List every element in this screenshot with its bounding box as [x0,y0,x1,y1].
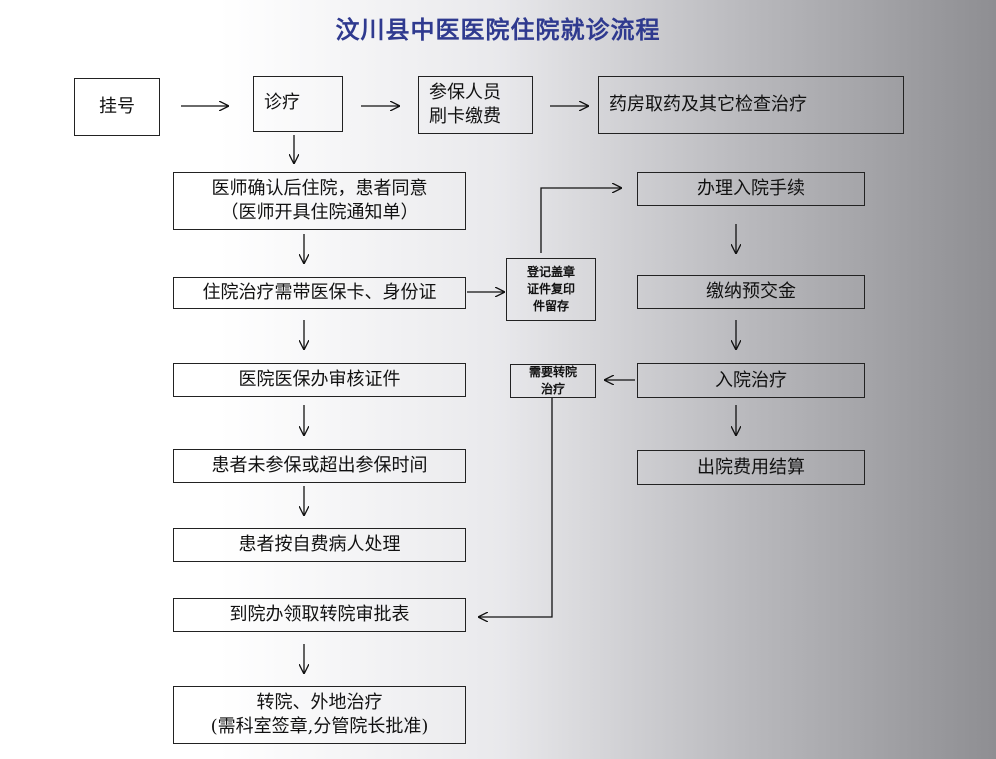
insured-pay-box: 参保人员 刷卡缴费 [418,76,533,134]
bring-cards-box: 住院治疗需带医保卡、身份证 [173,277,466,309]
inpatient-treatment-box: 入院治疗 [637,363,865,398]
uninsured-box: 患者未参保或超出参保时间 [173,449,466,483]
pay-deposit-box: 缴纳预交金 [637,275,865,309]
discharge-settlement-box: 出院费用结算 [637,450,865,485]
pharmacy-box: 药房取药及其它检查治疗 [598,76,904,134]
diagnose-box: 诊疗 [253,76,343,132]
arrow-stamp-admission [540,188,622,253]
insurance-review-box: 医院医保办审核证件 [173,363,466,397]
page-title: 汶川县中医医院住院就诊流程 [335,16,661,44]
doctor-confirm-box: 医师确认后住院，患者同意 （医师开具住院通知单） [173,172,466,230]
self-pay-box: 患者按自费病人处理 [173,528,466,562]
transfer-form-box: 到院办领取转院审批表 [173,598,466,632]
arrow-transfer-form [478,398,553,617]
register-box: 挂号 [74,78,160,136]
admission-procedure-box: 办理入院手续 [637,172,865,206]
need-transfer-box: 需要转院 治疗 [510,364,596,398]
register-stamp-box: 登记盖章 证件复印 件留存 [506,258,596,321]
transfer-external-box: 转院、外地治疗 (需科室签章,分管院长批准) [173,686,466,744]
